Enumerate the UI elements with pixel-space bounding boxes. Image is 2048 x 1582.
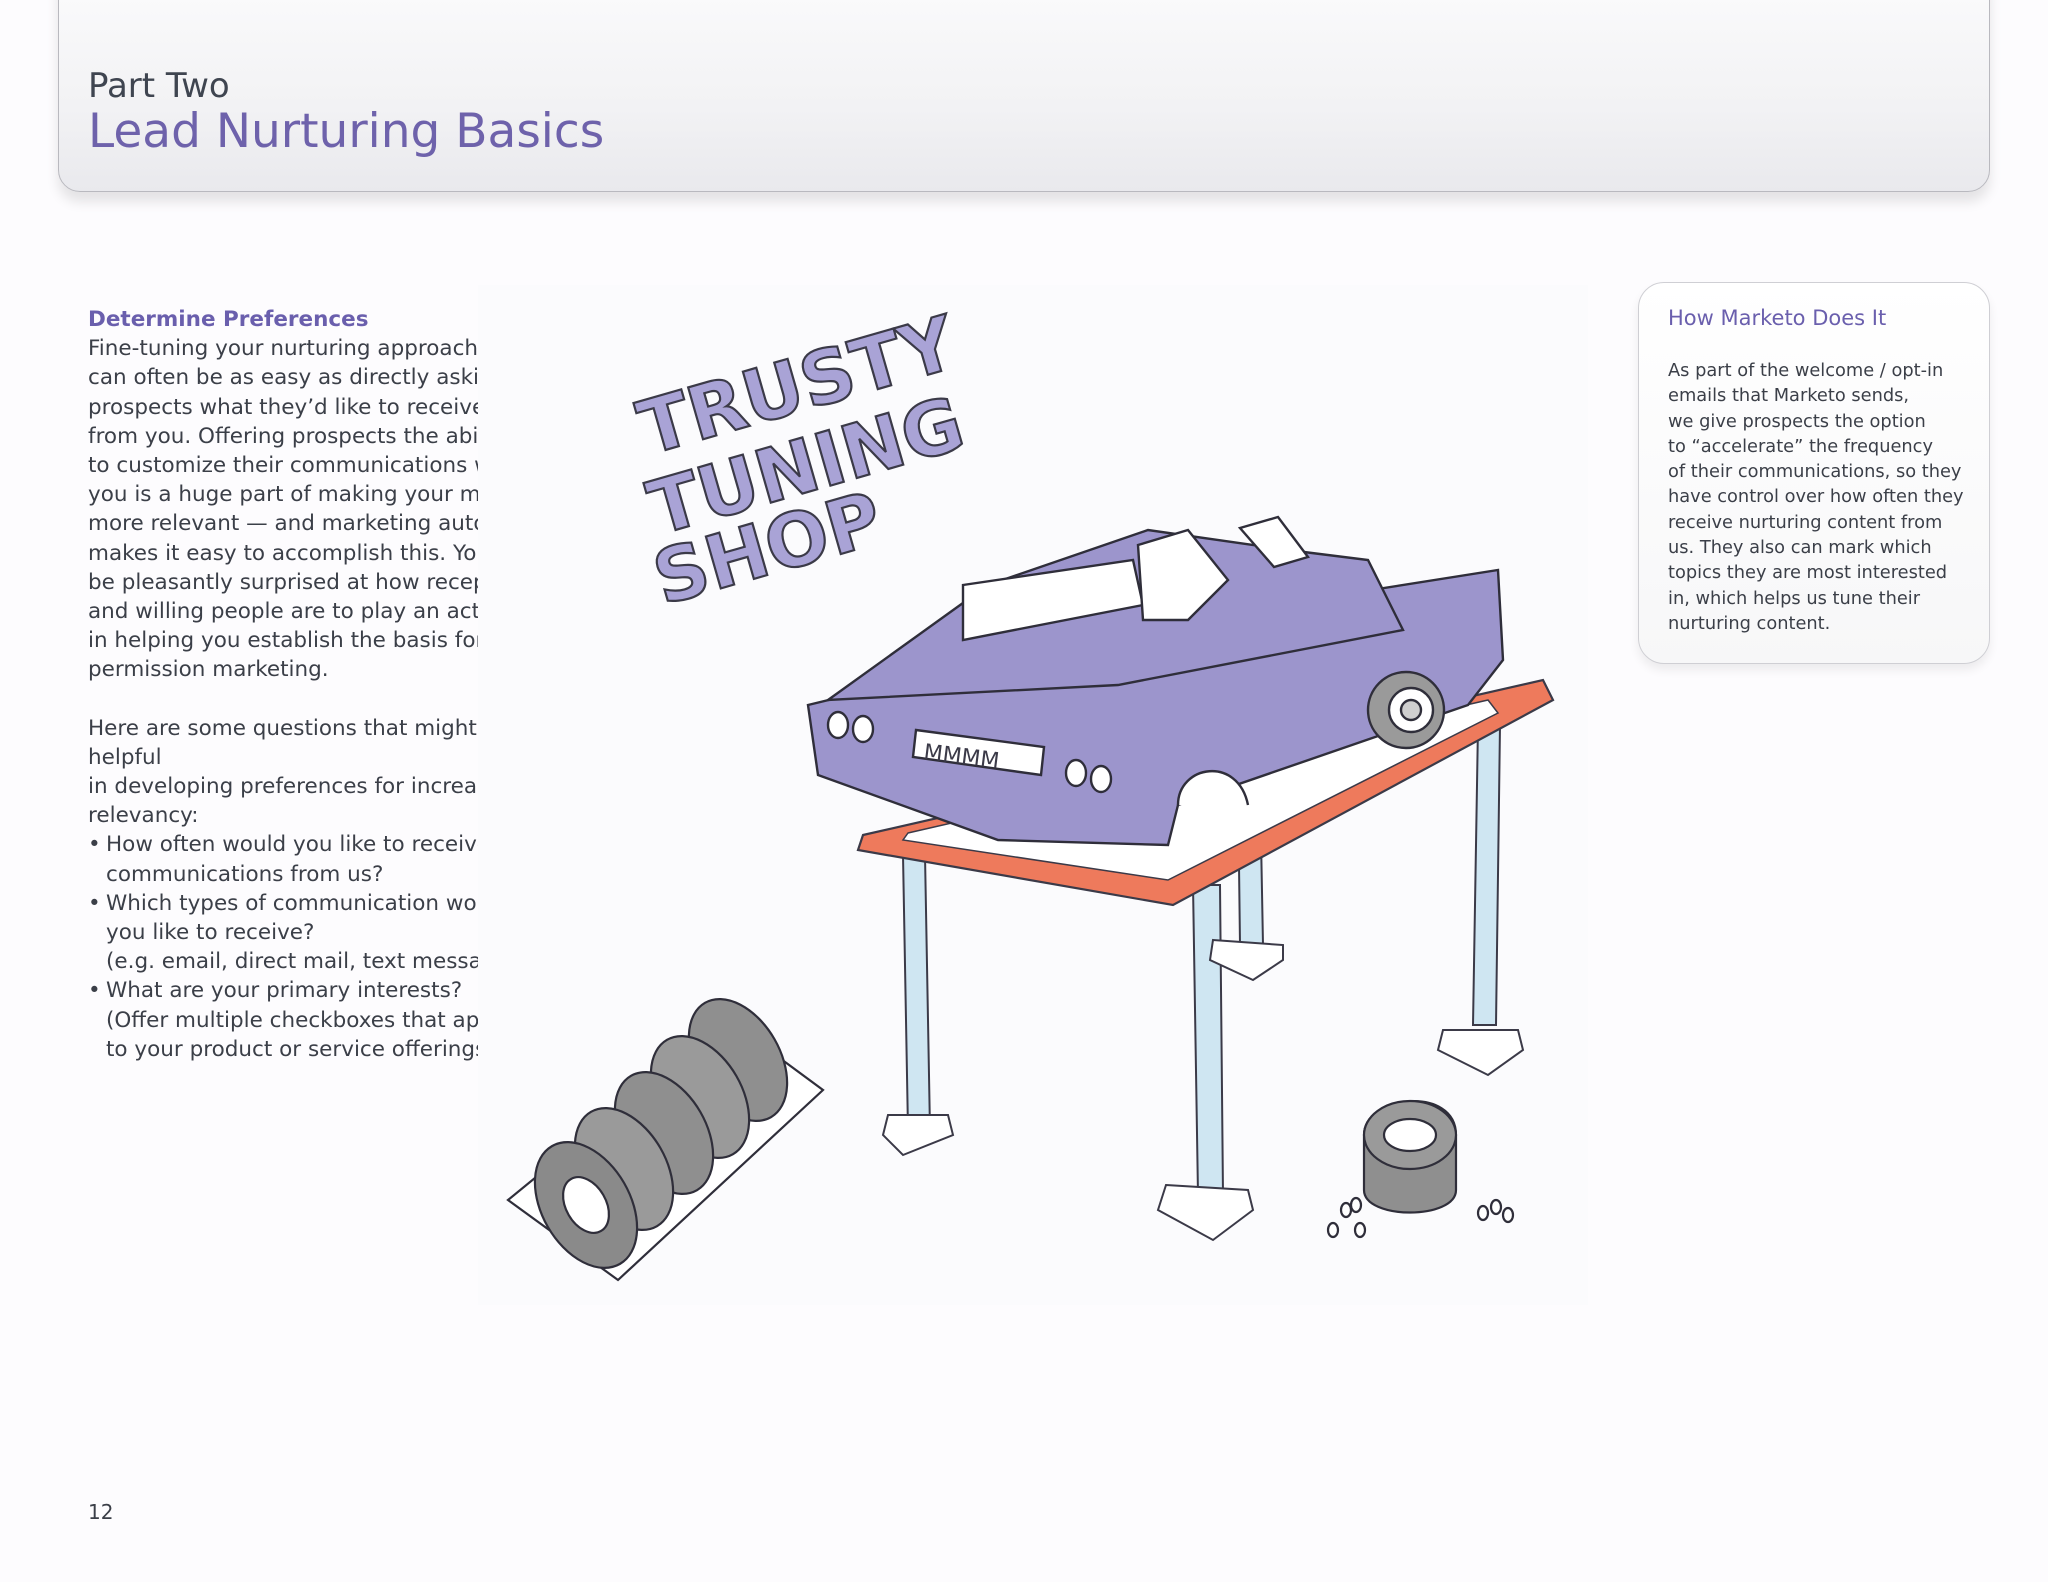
car-lift-drawing: TRUSTY TUNING SHOP bbox=[506, 299, 1555, 1282]
tire-rack bbox=[506, 998, 825, 1282]
lug-nut bbox=[1339, 1201, 1353, 1219]
question-text: What are your primary interests? (Offer … bbox=[106, 978, 512, 1062]
section-heading: Determine Preferences bbox=[88, 307, 369, 332]
car-cabin bbox=[823, 528, 1405, 702]
lug-nut bbox=[1501, 1206, 1515, 1224]
lift-post-base bbox=[1436, 1029, 1525, 1077]
car: MMMM bbox=[806, 515, 1505, 847]
headlight bbox=[1089, 764, 1113, 794]
lug-nut bbox=[1353, 1221, 1367, 1239]
lift-post-front-left bbox=[901, 854, 932, 1131]
bullet-icon: • bbox=[88, 978, 101, 1004]
list-item: •What are your primary interests? (Offer… bbox=[88, 976, 588, 1064]
main-text-column: Determine Preferences Fine-tuning your n… bbox=[88, 305, 588, 1064]
car-rear-window bbox=[1237, 515, 1310, 569]
questions-list: •How often would you like to receive com… bbox=[88, 830, 588, 1064]
lift-post-base bbox=[881, 1114, 955, 1157]
wheel-center bbox=[1399, 698, 1423, 722]
headlight bbox=[826, 710, 850, 740]
sidebar-title: How Marketo Does It bbox=[1668, 306, 1887, 330]
lift-post-back-right bbox=[1471, 724, 1502, 1026]
header-panel bbox=[58, 0, 1990, 192]
shop-sign: TRUSTY TUNING SHOP bbox=[628, 299, 974, 624]
part-label: Part Two bbox=[88, 66, 230, 106]
lug-nut bbox=[1476, 1204, 1490, 1222]
intro-paragraph: Fine-tuning your nurturing approaches ca… bbox=[88, 336, 569, 683]
tuning-shop-illustration: TRUSTY TUNING SHOP bbox=[478, 285, 1588, 1305]
question-text: How often would you like to receive comm… bbox=[106, 832, 491, 887]
headlight bbox=[851, 714, 875, 744]
lug-nut bbox=[1489, 1198, 1503, 1216]
page-title: Lead Nurturing Basics bbox=[88, 104, 605, 159]
sidebar-callout: How Marketo Does It As part of the welco… bbox=[1638, 282, 1990, 664]
wheel-well bbox=[1176, 769, 1250, 806]
wheel-hub bbox=[561, 1176, 611, 1234]
car-side-window bbox=[1136, 528, 1230, 622]
lift-post-base bbox=[1208, 938, 1284, 982]
lift-post-front-right bbox=[1191, 884, 1225, 1196]
wheel-hub bbox=[1382, 1117, 1438, 1153]
bullet-icon: • bbox=[88, 832, 101, 858]
lift-post-base bbox=[1156, 1183, 1255, 1242]
page-number: 12 bbox=[88, 1500, 114, 1524]
lug-nut bbox=[1326, 1221, 1340, 1239]
lug-nut bbox=[1349, 1196, 1363, 1214]
sidebar-body: As part of the welcome / opt-in emails t… bbox=[1668, 360, 1964, 634]
bullet-icon: • bbox=[88, 890, 101, 916]
license-plate bbox=[911, 728, 1046, 777]
headlight bbox=[1064, 758, 1088, 788]
loose-tire bbox=[1326, 1099, 1515, 1239]
list-item: •How often would you like to receive com… bbox=[88, 830, 588, 888]
